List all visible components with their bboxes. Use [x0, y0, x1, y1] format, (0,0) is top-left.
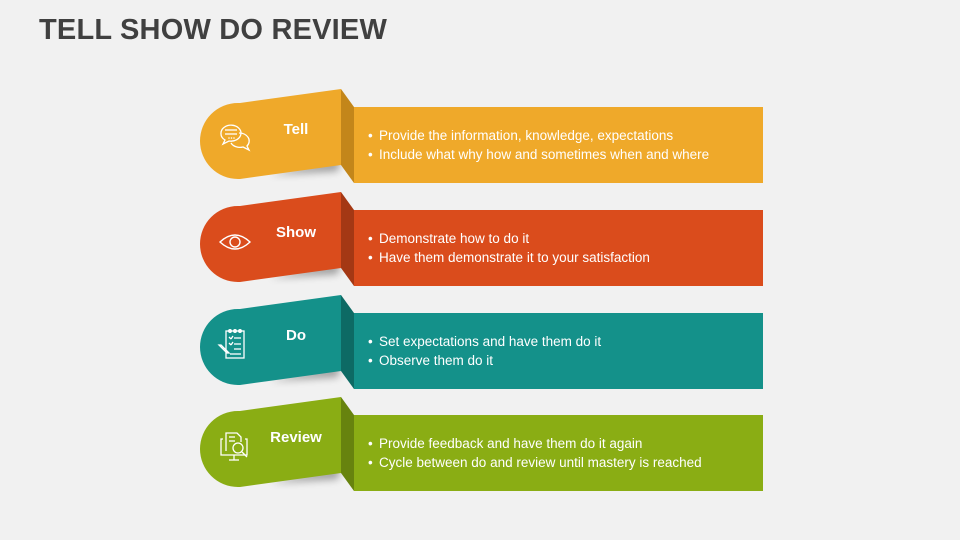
fold	[341, 397, 354, 491]
step-shape	[200, 192, 763, 286]
content-box	[354, 313, 763, 389]
step-label: Show	[276, 224, 316, 241]
step-bullets: •Demonstrate how to do it •Have them dem…	[368, 229, 650, 267]
bullet-item: •Cycle between do and review until maste…	[368, 455, 702, 470]
step-bullets: •Set expectations and have them do it •O…	[368, 332, 601, 370]
bullet-item: •Have them demonstrate it to your satisf…	[368, 250, 650, 265]
bullet-item: •Provide the information, knowledge, exp…	[368, 128, 674, 143]
step-row-review: Review •Provide feedback and have them d…	[0, 397, 960, 497]
tab	[200, 89, 341, 179]
tab	[200, 192, 341, 282]
fold	[341, 192, 354, 286]
step-bullets: •Provide the information, knowledge, exp…	[368, 126, 709, 164]
step-row-tell: Tell •Provide the information, knowledge…	[0, 89, 960, 189]
tab	[200, 397, 341, 487]
step-shape	[200, 397, 763, 491]
content-box	[354, 415, 763, 491]
bullet-item: •Include what why how and sometimes when…	[368, 147, 710, 162]
step-label: Do	[286, 327, 306, 344]
slide-title: TELL SHOW DO REVIEW	[39, 14, 388, 46]
content-box	[354, 210, 763, 286]
step-bullets: •Provide feedback and have them do it ag…	[368, 434, 702, 472]
bullet-item: •Provide feedback and have them do it ag…	[368, 436, 643, 451]
eye-icon	[218, 234, 252, 250]
step-row-show: Show •Demonstrate how to do it •Have the…	[0, 192, 960, 292]
bullet-item: •Demonstrate how to do it	[368, 231, 530, 246]
bullet-item: •Observe them do it	[368, 353, 494, 368]
fold	[341, 295, 354, 389]
document-magnifier-monitor-icon	[220, 432, 248, 461]
content-box	[354, 107, 763, 183]
step-shape	[200, 295, 763, 389]
step-shape	[200, 89, 763, 183]
step-label: Tell	[283, 121, 309, 138]
bullet-item: •Set expectations and have them do it	[368, 334, 602, 349]
step-label: Review	[270, 429, 322, 446]
step-row-do: Do •Set expectations and have them do it…	[0, 295, 960, 395]
checklist-notepad-icon	[217, 329, 245, 359]
chat-bubbles-icon	[220, 124, 251, 152]
fold	[341, 89, 354, 183]
tab	[200, 295, 341, 385]
